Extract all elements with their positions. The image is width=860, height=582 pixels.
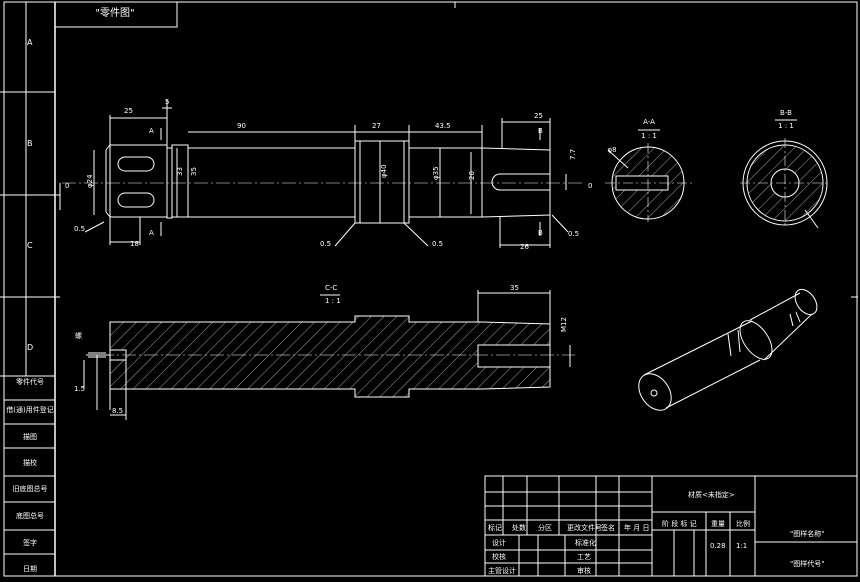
- section-mark-b-bottom: B: [538, 229, 543, 237]
- section-aa-scale: 1 : 1: [641, 132, 657, 140]
- dim-0-5-c: 0.5: [432, 240, 443, 248]
- strip-traced: 描校: [23, 458, 37, 467]
- tb-design: 设计: [492, 538, 506, 547]
- tb-header-count: 处数: [512, 523, 526, 532]
- dim-0: 0: [588, 182, 592, 190]
- tb-scale-value: 1:1: [736, 542, 747, 550]
- tb-material: 材质<未指定>: [688, 490, 735, 499]
- strip-base-no: 底图总号: [16, 511, 44, 520]
- border-zone-letters: A B C D: [27, 38, 33, 352]
- dim-phi24: φ24: [86, 174, 94, 188]
- dim-20: 20: [468, 171, 476, 180]
- title-block: [484, 475, 858, 577]
- dim-25-right: 25: [534, 112, 543, 120]
- dim-33: 33: [176, 167, 184, 176]
- zone-letter-d: D: [27, 343, 33, 352]
- dim-8-5: 8.5: [112, 407, 123, 415]
- dim-phi8: φ8: [607, 146, 616, 154]
- section-mark-a-top: A: [149, 127, 154, 135]
- top-label-text: "零件图": [95, 7, 134, 19]
- dim-0-5-d: 0.5: [568, 230, 579, 238]
- section-cc-scale: 1 : 1: [325, 297, 341, 305]
- isometric-shaft-view: [638, 288, 818, 411]
- section-cc: [83, 290, 575, 420]
- strip-sign: 签字: [23, 538, 37, 547]
- strip-date: 日期: [23, 565, 37, 573]
- strip-old-base-no: 旧底图总号: [13, 484, 48, 493]
- section-bb-labels: B-B 1 : 1: [778, 109, 794, 130]
- dim-m12: M12: [560, 317, 568, 332]
- section-aa-title: A-A: [643, 118, 655, 126]
- tb-process: 工艺: [577, 553, 591, 561]
- tb-scale-label: 比例: [736, 519, 750, 528]
- zone-letter-b: B: [27, 139, 33, 148]
- section-aa-labels: A-A 1 : 1 φ8: [607, 118, 656, 154]
- tb-header-date: 年 月 日: [624, 523, 649, 532]
- tb-stage-mark: 阶 段 标 记: [662, 519, 697, 528]
- dim-thread: 螺: [75, 331, 82, 340]
- tb-header-sign: 签名: [601, 523, 615, 532]
- tb-chief: 主管设计: [488, 566, 516, 575]
- zone-letter-c: C: [27, 241, 33, 250]
- dim-25-left: 25: [124, 107, 133, 115]
- dim-phi35b: φ35: [432, 166, 440, 180]
- dim-0-5-a: 0.5: [74, 225, 85, 233]
- tb-standardize: 标准化: [575, 538, 596, 547]
- dim-43-5: 43.5: [435, 122, 451, 130]
- section-cc-labels: C-C 1 : 1 35 M12 1.5 8.5 螺: [74, 284, 568, 415]
- tb-header-change-doc: 更改文件号: [567, 523, 602, 532]
- strip-borrowed-reg: 借(通)用件登记: [6, 405, 53, 414]
- tb-weight-label: 重量: [711, 520, 725, 528]
- zone-letter-a: A: [27, 38, 33, 47]
- dim-1-5: 1.5: [74, 385, 85, 393]
- strip-drawn: 描图: [23, 432, 37, 441]
- section-mark-a-bottom: A: [149, 229, 154, 237]
- dim-0-left: 0: [65, 182, 69, 190]
- tb-drawing-code: "图样代号": [790, 559, 824, 568]
- dim-35: 35: [190, 167, 198, 176]
- tb-header-zone: 分区: [538, 523, 552, 532]
- tb-drawing-name: "图样名称": [790, 529, 824, 538]
- top-label-box: "零件图": [54, 1, 178, 28]
- dim-90: 90: [237, 122, 246, 130]
- dim-0-5-b: 0.5: [320, 240, 331, 248]
- dim-35-cc: 35: [510, 284, 519, 292]
- section-bb-scale: 1 : 1: [778, 122, 794, 130]
- dim-phi40: φ40: [380, 164, 388, 178]
- left-strip-table: [4, 375, 55, 555]
- dim-7-7: 7.7: [569, 149, 577, 160]
- section-bb: [740, 119, 830, 229]
- main-shaft-view: [59, 100, 585, 248]
- left-strip-labels: 零件代号 借(通)用件登记 描图 描校 旧底图总号 底图总号 签字 日期: [6, 377, 53, 573]
- main-view-dimensions: 25 5 90 27 43.5 25 A A B B φ24 33 35 φ40…: [65, 98, 592, 251]
- tb-weight-value: 0.28: [710, 542, 726, 550]
- section-bb-title: B-B: [780, 109, 792, 117]
- section-aa: [605, 129, 692, 222]
- section-cc-title: C-C: [325, 284, 337, 292]
- tb-approve: 审核: [577, 566, 591, 575]
- dim-26: 26: [520, 243, 529, 251]
- dim-27: 27: [372, 122, 381, 130]
- dim-5: 5: [165, 98, 169, 106]
- tb-header-mark: 标记: [488, 523, 502, 532]
- tb-check: 校核: [492, 552, 506, 561]
- section-mark-b-top: B: [538, 127, 543, 135]
- strip-part-code: 零件代号: [16, 377, 44, 386]
- title-block-text: 材质<未指定> "图样名称" "图样代号" 阶 段 标 记 重量 比例 0.28…: [488, 490, 824, 575]
- dim-18: 18: [130, 240, 139, 248]
